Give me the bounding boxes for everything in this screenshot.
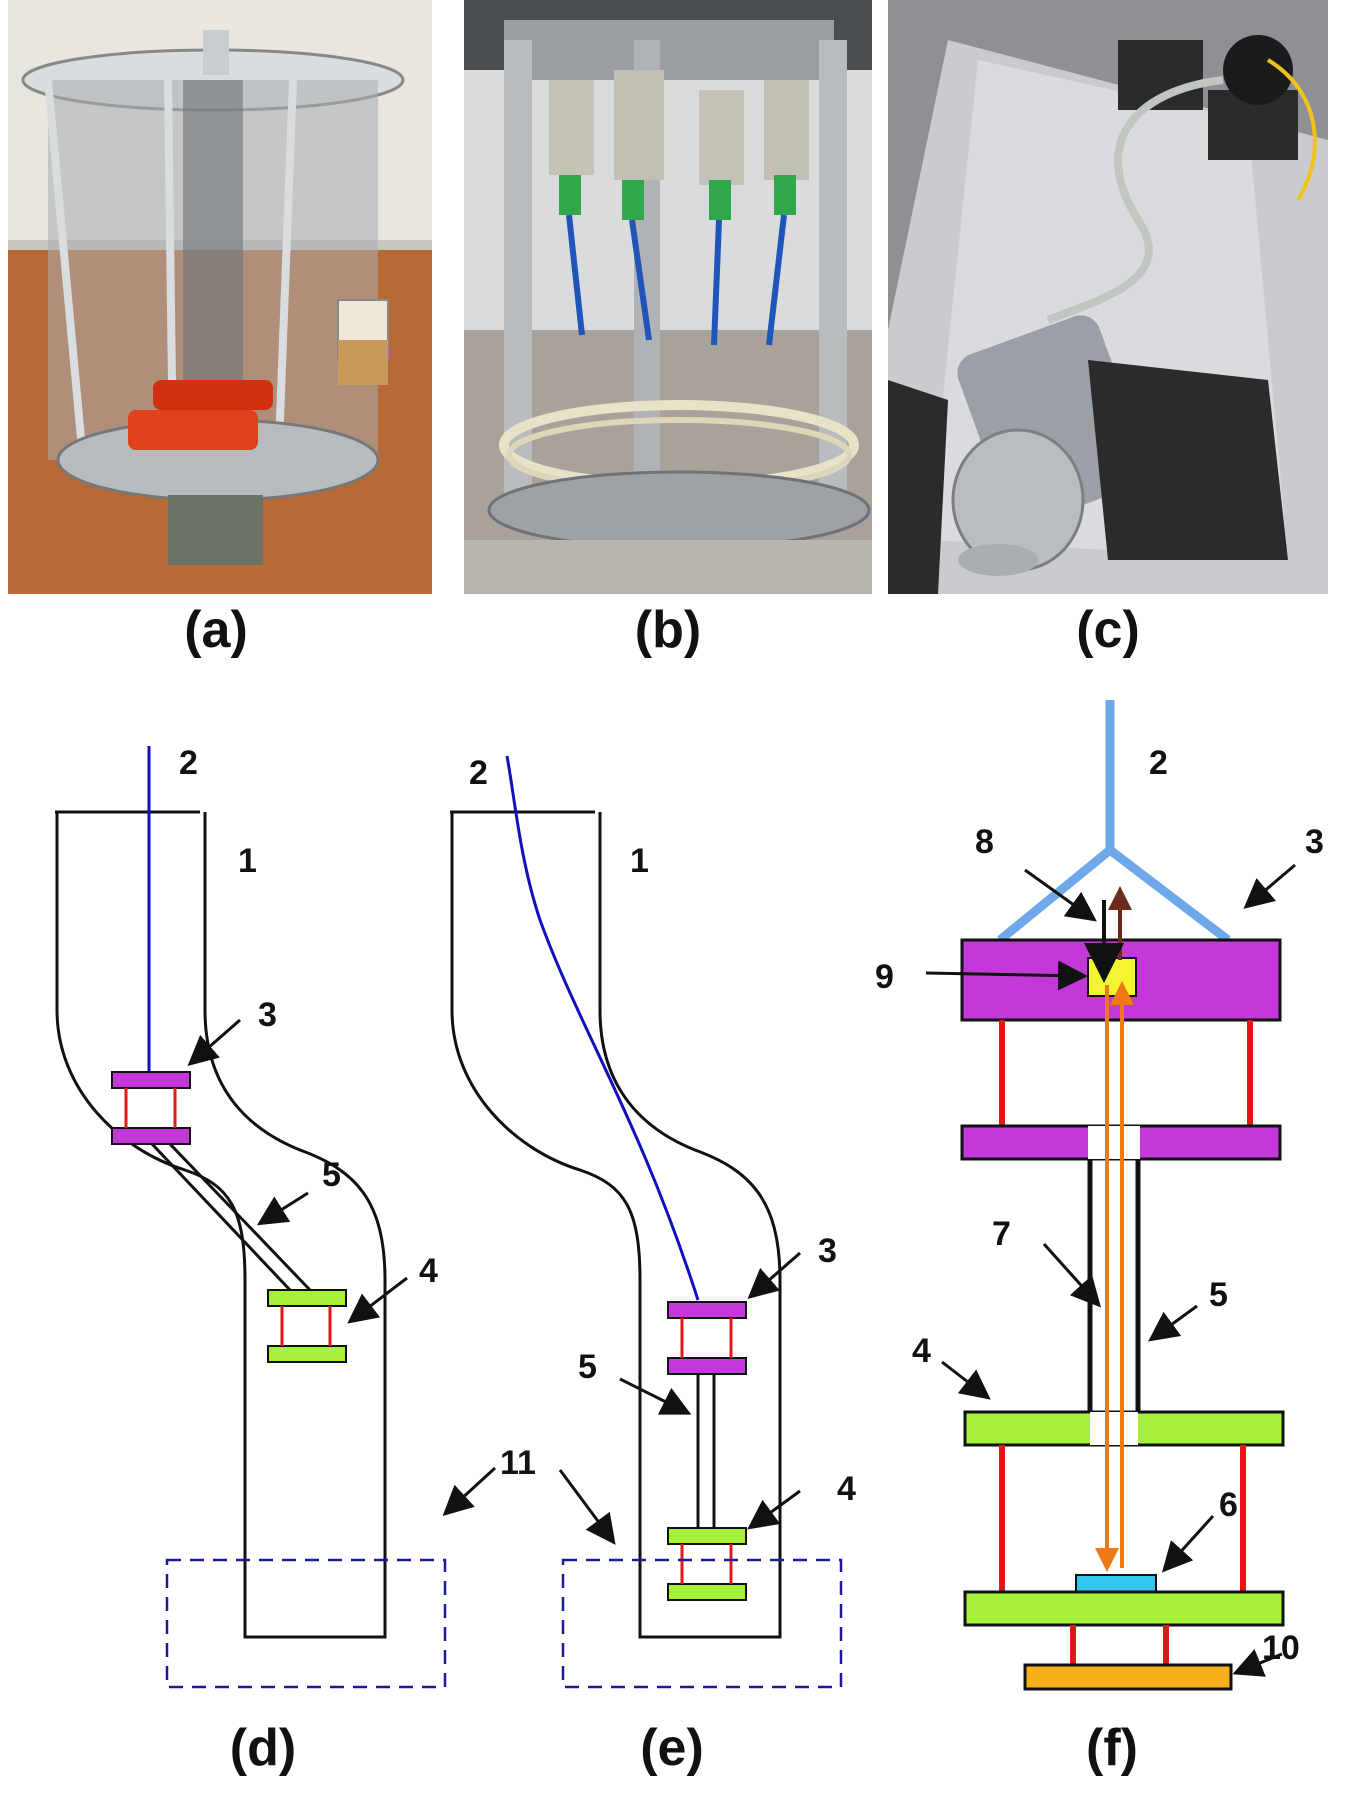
- arrow-8-f: [1024, 868, 1097, 922]
- bottom-ferrule-e-lower: [667, 1583, 747, 1601]
- caption-f: (f): [1086, 1719, 1138, 1777]
- middle-ferrule-gap: [1088, 1126, 1140, 1159]
- capillary-d-1: [150, 1142, 292, 1292]
- label-11: 11: [500, 1444, 536, 1482]
- caption-e: (e): [640, 1719, 704, 1777]
- caption-a: (a): [184, 601, 248, 659]
- panel-f: 2 8 3 9 7 5 4 6 10: [875, 700, 1324, 1691]
- top-ferrule-d-upper: [111, 1071, 191, 1089]
- base-plate-f: [1023, 1663, 1233, 1691]
- label-8-f: 8: [975, 823, 994, 861]
- arrow-4-d: [347, 1276, 408, 1324]
- caption-c: (c): [1076, 601, 1140, 659]
- label-10-f: 10: [1262, 1629, 1300, 1667]
- arrow-3-d: [187, 1018, 241, 1066]
- lower-ferrule-gap: [1090, 1412, 1138, 1445]
- arrow-9-f: [925, 960, 1088, 991]
- sample-f: [1075, 1574, 1157, 1593]
- arrow-5-d: [256, 1191, 309, 1226]
- label-2-d: 2: [179, 744, 198, 782]
- photo-a: [8, 0, 432, 594]
- photo-b: [464, 0, 872, 594]
- arrow-6-f: [1161, 1514, 1215, 1573]
- label-2-e: 2: [469, 754, 488, 792]
- label-9-f: 9: [875, 958, 894, 996]
- label-1-d: 1: [238, 842, 257, 880]
- arrow-7-f: [1042, 1242, 1102, 1308]
- fiber-f: [997, 700, 1231, 944]
- label-3-d: 3: [258, 996, 277, 1034]
- arrow-5-e: [619, 1377, 692, 1415]
- photo-c: [888, 0, 1328, 594]
- bottom-ferrule-e-upper: [667, 1527, 747, 1545]
- capillary-d-2: [168, 1142, 312, 1292]
- caption-d: (d): [229, 1719, 297, 1777]
- sample-holder-f: [963, 1590, 1285, 1627]
- label-4-e: 4: [837, 1470, 856, 1508]
- label-5-d: 5: [322, 1156, 341, 1194]
- label-4-f: 4: [912, 1332, 931, 1370]
- enclosure-dashed-d: [165, 1558, 447, 1689]
- label-2-f: 2: [1149, 744, 1168, 782]
- arrow-4-e: [747, 1489, 801, 1530]
- label-1-e: 1: [630, 842, 649, 880]
- label-3-f: 3: [1305, 823, 1324, 861]
- bottom-ferrule-d-upper: [267, 1289, 347, 1307]
- label-5-f: 5: [1209, 1276, 1228, 1314]
- caption-b: (b): [634, 601, 702, 659]
- panel-e: 2 1 3 5 4 11: [450, 754, 856, 1689]
- arrow-3-e: [747, 1251, 801, 1299]
- tube-outline-d: [55, 810, 387, 1639]
- bottom-ferrule-d-lower: [267, 1345, 347, 1363]
- panel-d: 2 1 3 5 4: [55, 744, 497, 1689]
- arrow-4-f: [941, 1360, 991, 1400]
- top-ferrule-e-lower: [667, 1357, 747, 1375]
- detector-f: [1087, 957, 1137, 997]
- label-5-e: 5: [578, 1348, 597, 1386]
- arrow-3-f: [1243, 863, 1296, 909]
- label-7-f: 7: [992, 1215, 1011, 1253]
- fiber-e: [505, 755, 700, 1301]
- arrow-5-f: [1148, 1304, 1198, 1342]
- enclosure-dashed-e: [561, 1558, 843, 1689]
- top-ferrule-e-upper: [667, 1301, 747, 1319]
- label-4-d: 4: [419, 1252, 438, 1290]
- label-6-f: 6: [1219, 1486, 1238, 1524]
- arrow-10-f: [1232, 1649, 1283, 1677]
- top-ferrule-d-lower: [111, 1127, 191, 1145]
- tube-outline-e: [450, 810, 782, 1639]
- arrow-11-e: [558, 1469, 616, 1545]
- label-3-e: 3: [818, 1232, 837, 1270]
- arrow-11-d: [442, 1466, 497, 1517]
